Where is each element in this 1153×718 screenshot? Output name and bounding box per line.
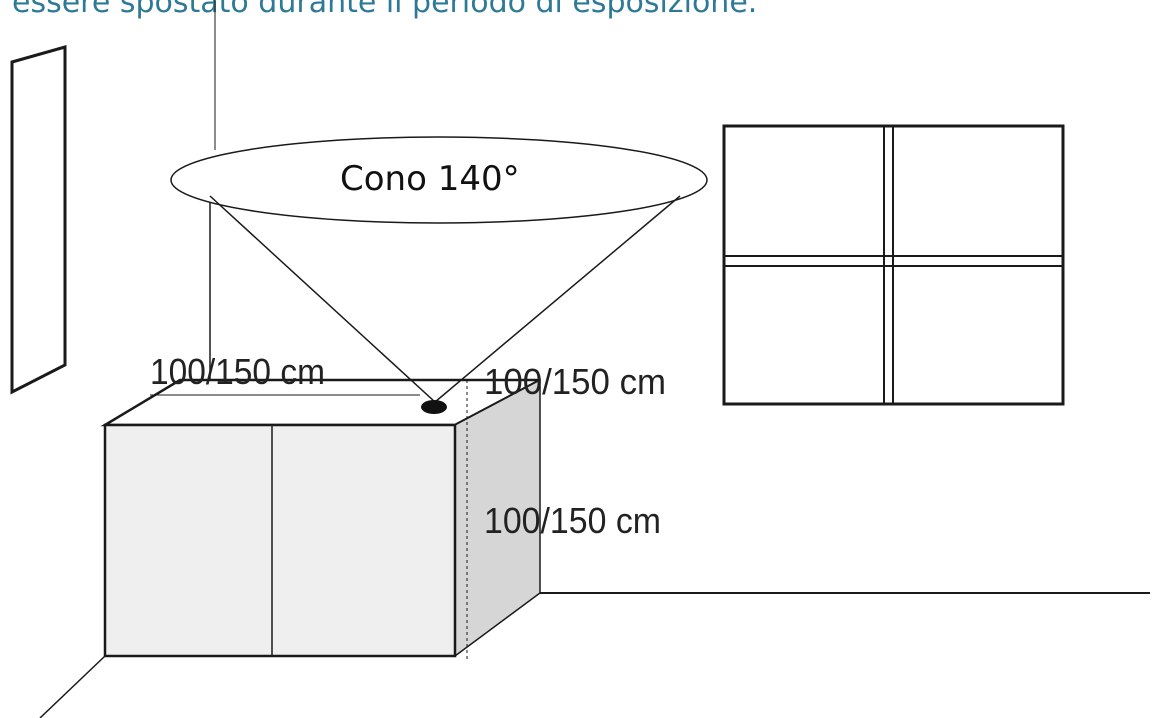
height-dimension-label: 100/150 cm [484, 500, 661, 541]
box-front-face [103, 423, 457, 658]
floor-corner-line [39, 655, 106, 718]
room-lines [39, 0, 1150, 718]
measurement-box [100, 378, 541, 660]
width-dimension-label: 100/150 cm [150, 351, 325, 392]
cone-edge-left [209, 195, 436, 403]
cone-angle-label: Cono 140° [340, 159, 520, 199]
wall-panel [10, 45, 67, 395]
cone-edge-right [434, 195, 681, 403]
window [722, 124, 1065, 406]
cone-ellipse [170, 136, 708, 224]
sensor-device [421, 400, 447, 414]
depth-dimension-label: 100/150 cm [484, 361, 666, 402]
caption-text: essere spostato durante il periodo di es… [12, 0, 757, 20]
cone [170, 136, 708, 403]
